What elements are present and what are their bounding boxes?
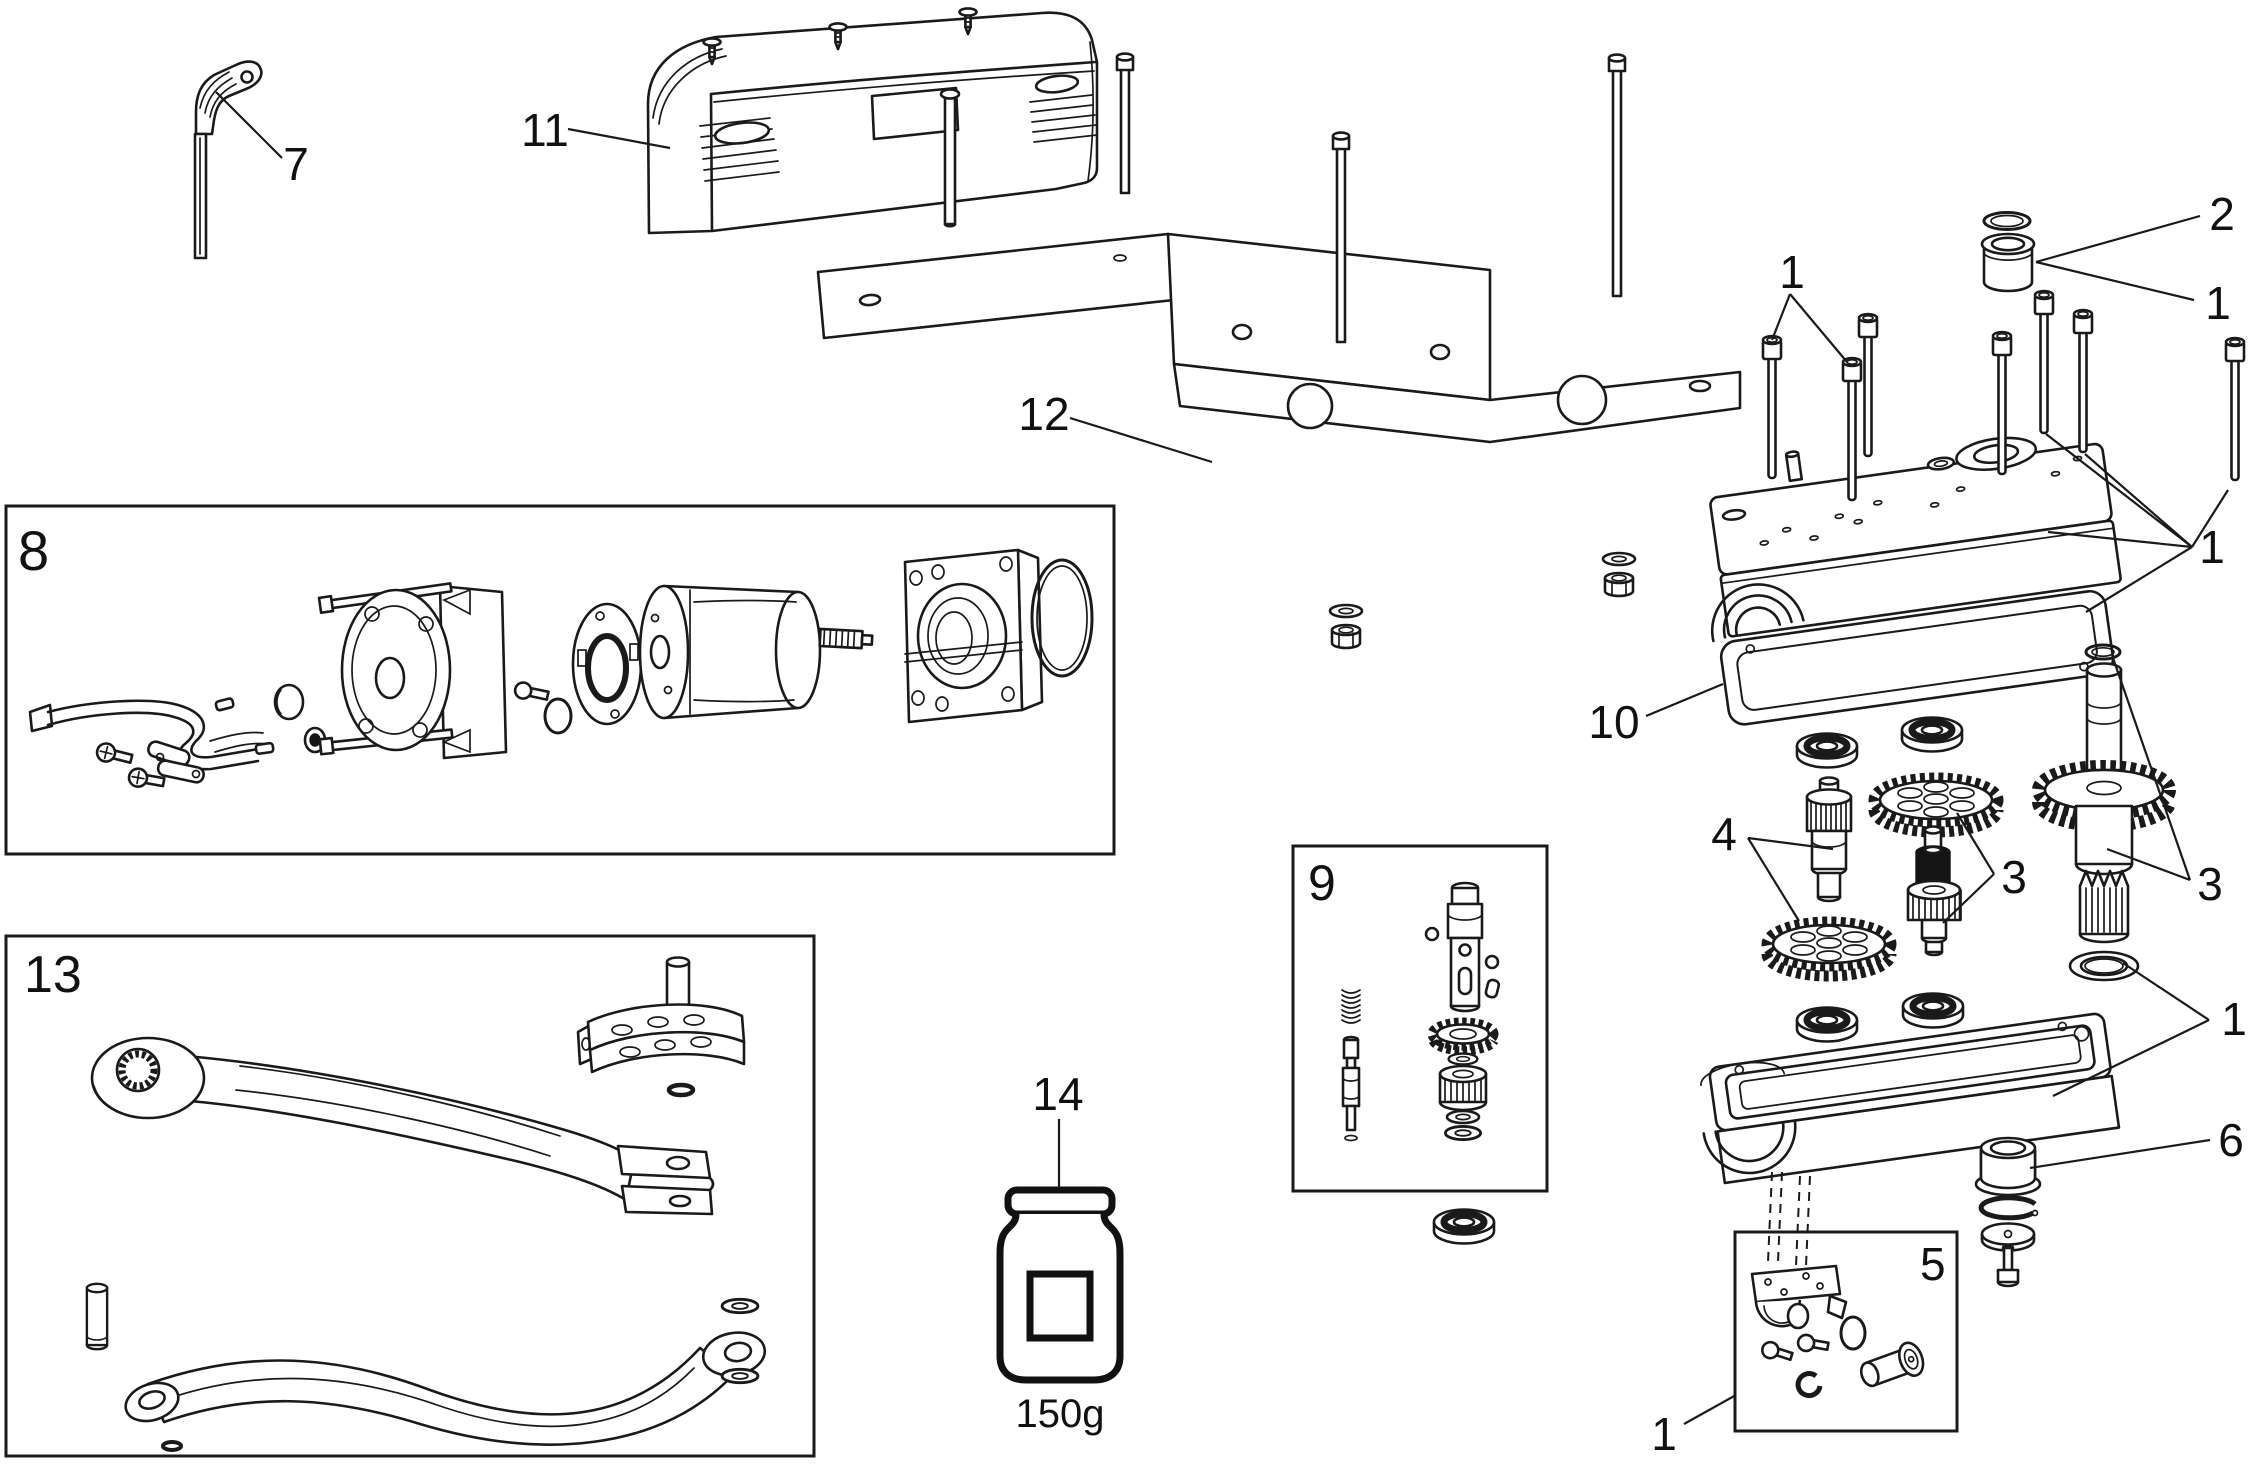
leader-line xyxy=(2106,847,2191,882)
long-bolt-right xyxy=(1607,53,1627,298)
leader-line xyxy=(2029,1138,2211,1170)
small-ring xyxy=(666,1082,696,1098)
leader-line xyxy=(2035,260,2195,302)
clutch-shaft-box xyxy=(1291,844,1549,1193)
output-bushing-top xyxy=(1980,211,2036,293)
callout-1-housing: 1 xyxy=(2199,521,2225,573)
lower-bearing xyxy=(1434,1210,1494,1244)
leader-line xyxy=(1683,1394,1737,1425)
gate-bracket xyxy=(576,1003,746,1074)
leader-line xyxy=(1747,837,1800,922)
hidden-drop-lines xyxy=(1767,1171,1811,1267)
callout-11: 11 xyxy=(521,104,569,156)
output-shaft xyxy=(2032,643,2176,982)
leader-line xyxy=(2084,453,2193,548)
arms-box-label: 13 xyxy=(24,946,82,1004)
callout-3-shaft: 3 xyxy=(2197,858,2223,910)
release-bracket-kit xyxy=(1750,1264,1925,1399)
leader-line xyxy=(2085,546,2193,613)
callout-2: 2 xyxy=(2209,188,2235,240)
leader-line xyxy=(1789,293,1848,363)
callout-1-lower: 1 xyxy=(2221,993,2247,1045)
clutch-shaft-kit xyxy=(1341,881,1501,1142)
snap-ring xyxy=(1978,1195,2039,1221)
bracket-washer-nut-right xyxy=(1601,551,1637,598)
leader-line xyxy=(567,127,671,150)
motor-mount xyxy=(317,582,508,760)
callout-4: 4 xyxy=(1711,808,1737,860)
pinion-shaft xyxy=(1805,776,1853,903)
grease-jar xyxy=(996,1186,1124,1384)
motor xyxy=(638,584,874,720)
idler-pinion xyxy=(1906,825,1962,957)
housing-screws xyxy=(1761,289,2246,502)
clutch-shaft-box-label: 9 xyxy=(1308,855,1336,911)
mounting-bracket xyxy=(816,232,1742,444)
leader-line xyxy=(1645,682,1724,718)
mount-screw xyxy=(513,681,573,735)
long-bolt-left xyxy=(1115,52,1135,195)
leader-line xyxy=(215,91,283,159)
release-lever-assembly xyxy=(28,697,275,788)
callout-7: 7 xyxy=(283,138,309,190)
leader-line xyxy=(1069,416,1213,464)
leader-line xyxy=(1956,812,1995,875)
reduction-gear-1 xyxy=(1868,772,2004,838)
grease-weight-label: 150g xyxy=(1016,1392,1105,1436)
long-bolt-mid xyxy=(1331,131,1351,344)
callout-12: 12 xyxy=(1018,388,1069,440)
leader-line xyxy=(2111,657,2192,881)
main-arm xyxy=(90,1036,715,1216)
lower-bushing xyxy=(1974,1136,2042,1197)
leader-line xyxy=(2045,433,2193,548)
leader-line xyxy=(2052,1019,2210,1097)
callout-1-bracket: 1 xyxy=(1651,1408,1677,1460)
leader-line xyxy=(2191,489,2229,548)
gasket xyxy=(1719,589,2115,726)
reduction-gear-2 xyxy=(1761,916,1897,982)
leader-line xyxy=(1942,873,1995,924)
leader-line xyxy=(2122,962,2210,1021)
thrust-washer xyxy=(1980,1222,2036,1252)
callout-14: 14 xyxy=(1032,1068,1083,1120)
callout-1-screws: 1 xyxy=(1779,246,1805,298)
small-bolt xyxy=(1996,1244,2020,1288)
upper-housing xyxy=(1709,436,2122,643)
leader-line xyxy=(1770,293,1792,341)
motor-assembly-box-label: 8 xyxy=(18,519,49,582)
callout-10: 10 xyxy=(1588,696,1639,748)
motor-assembly-box xyxy=(4,504,1116,856)
callout-6: 6 xyxy=(2218,1114,2244,1166)
arm-pin-left xyxy=(85,1282,109,1351)
release-bracket-box-label: 5 xyxy=(1920,1238,1946,1290)
gear-train xyxy=(1761,718,2004,1042)
callout-1-bushing: 1 xyxy=(2205,277,2231,329)
curved-arm xyxy=(124,1297,767,1452)
gearbox-flange xyxy=(903,548,1044,724)
lower-housing xyxy=(1700,1012,2121,1185)
leader-line xyxy=(1747,836,1834,851)
motor-end-plate xyxy=(571,602,643,726)
flange-o-ring xyxy=(1030,558,1094,678)
release-cam-cap xyxy=(273,683,305,721)
bracket-washer-nut-left xyxy=(1328,603,1364,650)
cover xyxy=(646,11,1099,235)
release-bracket-box xyxy=(1733,1230,1959,1433)
arms-box xyxy=(4,934,816,1458)
leader-line xyxy=(2047,530,2193,549)
release-key xyxy=(193,60,263,260)
cover-pin xyxy=(939,88,961,228)
callout-3-gears: 3 xyxy=(2001,851,2027,903)
leader-line xyxy=(2035,214,2201,264)
